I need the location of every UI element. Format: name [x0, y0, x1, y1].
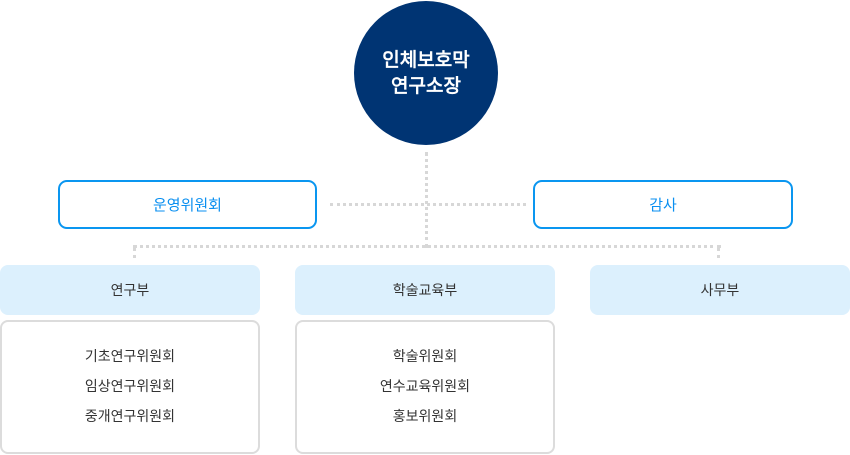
subunit-item: 연수교육위원회: [379, 379, 471, 395]
subunit-item: 홍보위원회: [392, 409, 458, 425]
subunit-item: 기초연구위원회: [84, 349, 176, 365]
staff-node-audit: 감사: [533, 180, 793, 229]
subunit-item: 중개연구위원회: [84, 409, 176, 425]
connector-root-vertical: [425, 152, 428, 248]
dept-node-administration: 사무부: [590, 265, 850, 315]
staff-label: 운영위원회: [152, 196, 222, 214]
connector-staff-horizontal: [330, 203, 526, 206]
staff-label: 감사: [649, 196, 677, 214]
dept-label: 학술교육부: [392, 283, 458, 299]
dept-node-academic-education: 학술교육부: [295, 265, 555, 315]
connector-dept-1: [133, 248, 136, 258]
subunit-item: 학술위원회: [392, 349, 458, 365]
subunit-list-research: 기초연구위원회 임상연구위원회 중개연구위원회: [0, 320, 260, 454]
subunit-item: 임상연구위원회: [84, 379, 176, 395]
root-title-line1: 인체보호막: [382, 49, 470, 71]
connector-dept-3: [717, 248, 720, 258]
dept-node-research: 연구부: [0, 265, 260, 315]
dept-label: 연구부: [110, 283, 150, 299]
dept-label: 사무부: [700, 283, 740, 299]
staff-node-steering-committee: 운영위원회: [58, 180, 317, 229]
subunit-list-academic-education: 학술위원회 연수교육위원회 홍보위원회: [295, 320, 555, 454]
connector-dept-horizontal: [133, 245, 721, 248]
root-title-line2: 연구소장: [391, 75, 461, 97]
root-node-director: 인체보호막 연구소장: [354, 1, 498, 145]
